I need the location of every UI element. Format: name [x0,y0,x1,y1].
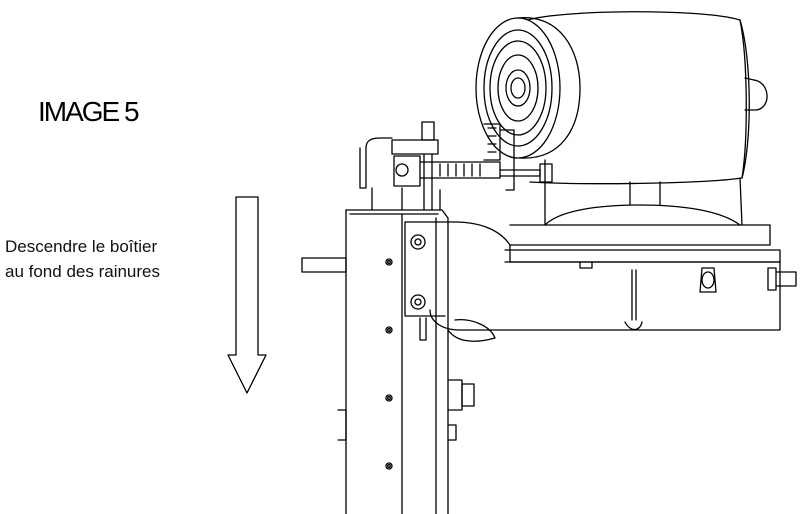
motor-base [504,159,781,269]
figure-title: IMAGE 5 [38,96,140,127]
instruction-text: Descendre le boîtier au fond des rainure… [5,234,160,284]
instruction-line-1: Descendre le boîtier [5,237,158,256]
instruction-line-2: au fond des rainures [5,262,160,281]
down-arrow-icon [227,196,267,394]
horizontal-arm [404,221,797,342]
grinding-wheel [475,17,581,159]
motor-housing [527,11,768,185]
adjustment-mechanism [359,121,553,211]
vertical-housing [301,209,475,514]
